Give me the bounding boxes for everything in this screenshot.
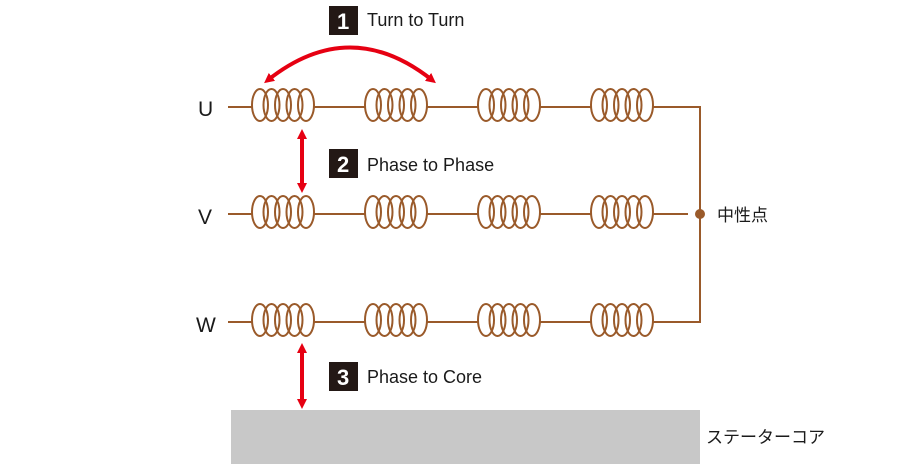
coil-2 — [364, 195, 428, 229]
neutral-point-label: 中性点 — [717, 206, 768, 225]
coil-loop — [488, 195, 507, 229]
coil-loop — [262, 303, 281, 337]
coil-loop — [297, 303, 315, 337]
coil-loop — [398, 303, 417, 337]
coil-loop — [375, 195, 394, 229]
coil-loop — [601, 195, 620, 229]
badge-1 — [329, 6, 358, 35]
coil-loop — [251, 303, 269, 337]
coil-loop — [636, 195, 654, 229]
coil-loop — [285, 303, 304, 337]
coil-loop — [636, 88, 654, 122]
coil-loop — [488, 303, 507, 337]
coil-loop — [523, 303, 541, 337]
phase-label-v: V — [198, 206, 212, 229]
coil-loop — [364, 195, 382, 229]
coil-2 — [364, 88, 428, 122]
coil-loop — [262, 88, 281, 122]
coil-loop — [387, 88, 405, 122]
coil-loop — [274, 303, 292, 337]
coil-loop — [590, 88, 608, 122]
coil-loop — [375, 303, 394, 337]
coil-loop — [624, 303, 643, 337]
coil-loop — [613, 88, 631, 122]
coil-loop — [274, 195, 292, 229]
coil-loop — [477, 303, 495, 337]
coil-loop — [500, 195, 518, 229]
caption-turn-to-turn: Turn to Turn — [367, 10, 464, 30]
winding-v — [228, 195, 688, 229]
winding-u — [228, 88, 688, 122]
coil-1 — [251, 195, 315, 229]
coil-loop — [387, 303, 405, 337]
coil-1 — [251, 88, 315, 122]
coil-loop — [285, 88, 304, 122]
coil-3 — [477, 88, 541, 122]
coil-loop — [511, 195, 530, 229]
coil-loop — [511, 88, 530, 122]
caption-phase-to-core: Phase to Core — [367, 367, 482, 387]
coil-loop — [624, 88, 643, 122]
badge-3 — [329, 362, 358, 391]
coil-loop — [500, 88, 518, 122]
coil-loop — [398, 88, 417, 122]
phase-label-w: W — [196, 314, 216, 337]
coil-loop — [613, 195, 631, 229]
coil-loop — [297, 195, 315, 229]
winding-w — [228, 303, 688, 337]
coil-loop — [601, 88, 620, 122]
coil-loop — [364, 88, 382, 122]
coil-loop — [251, 195, 269, 229]
coil-loop — [375, 88, 394, 122]
coil-loop — [364, 303, 382, 337]
coil-loop — [410, 303, 428, 337]
coil-loop — [523, 88, 541, 122]
coil-loop — [477, 195, 495, 229]
coil-loop — [410, 195, 428, 229]
coil-loop — [285, 195, 304, 229]
coil-loop — [601, 303, 620, 337]
coil-loop — [613, 303, 631, 337]
coil-loop — [297, 88, 315, 122]
coil-loop — [477, 88, 495, 122]
coil-loop — [523, 195, 541, 229]
coil-4 — [590, 303, 654, 337]
phase-label-u: U — [198, 98, 213, 121]
coil-loop — [500, 303, 518, 337]
coil-loop — [387, 195, 405, 229]
coil-4 — [590, 195, 654, 229]
coil-loop — [410, 88, 428, 122]
coil-loop — [262, 195, 281, 229]
coil-3 — [477, 195, 541, 229]
coil-2 — [364, 303, 428, 337]
arrow-turn-to-turn — [264, 45, 436, 84]
badge-1-number: 1 — [337, 9, 349, 34]
caption-phase-to-phase: Phase to Phase — [367, 155, 494, 175]
stator-core-label: ステーターコア — [706, 428, 825, 447]
coil-loop — [251, 88, 269, 122]
coil-loop — [636, 303, 654, 337]
coil-loop — [511, 303, 530, 337]
coil-loop — [488, 88, 507, 122]
coil-loop — [590, 195, 608, 229]
neutral-point-dot — [695, 209, 705, 219]
coil-4 — [590, 88, 654, 122]
coil-loop — [624, 195, 643, 229]
badge-3-number: 3 — [337, 365, 349, 390]
coil-loop — [590, 303, 608, 337]
coil-loop — [274, 88, 292, 122]
badge-2-number: 2 — [337, 152, 349, 177]
coil-loop — [398, 195, 417, 229]
coil-1 — [251, 303, 315, 337]
badge-2 — [329, 149, 358, 178]
stator-core — [231, 410, 700, 464]
coil-3 — [477, 303, 541, 337]
